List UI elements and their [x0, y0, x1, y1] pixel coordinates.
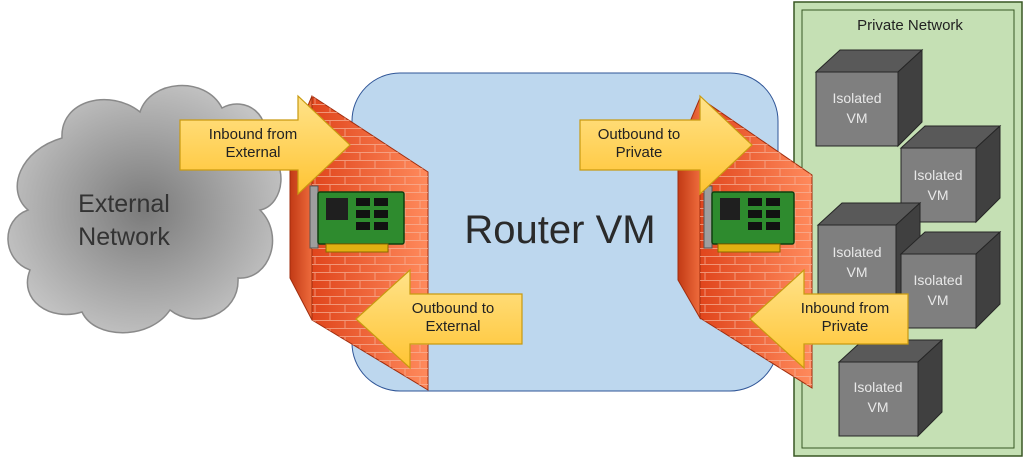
isolated-vm-cube-4: [899, 230, 1002, 330]
isolated-vm-cube-5: [837, 338, 944, 438]
outbound-private-arrow: [579, 94, 753, 196]
inbound-private-arrow: [749, 268, 909, 370]
left-nic-card-icon: [309, 185, 405, 253]
inbound-external-arrow: [179, 94, 351, 196]
right-nic-card-icon: [703, 185, 795, 253]
isolated-vm-cube-1: [814, 48, 924, 148]
outbound-external-arrow: [355, 268, 523, 370]
